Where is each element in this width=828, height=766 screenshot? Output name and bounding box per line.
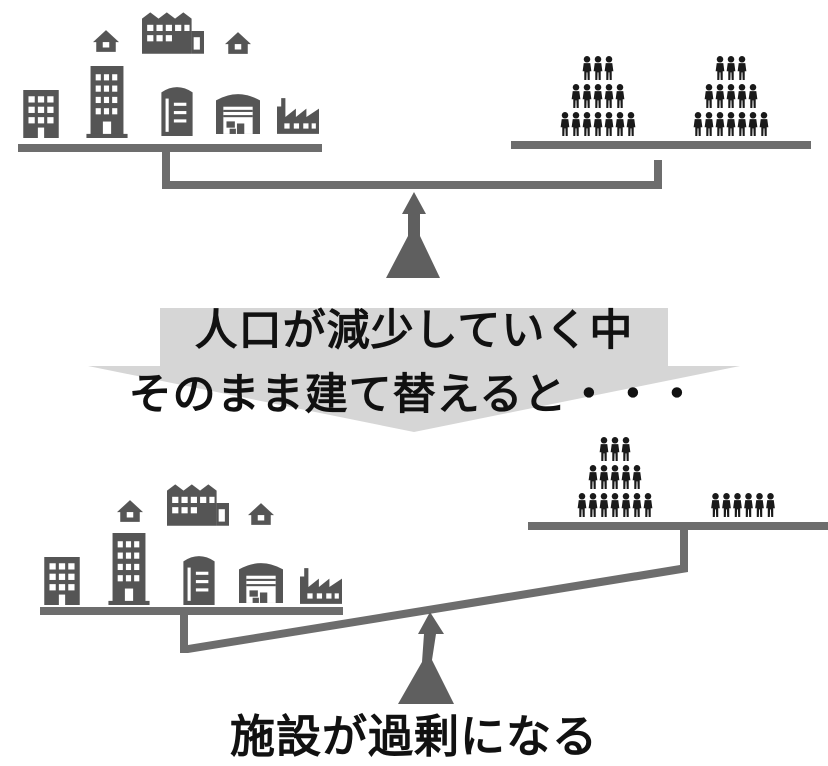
- factory-icon: [300, 568, 342, 604]
- transition-arrow: [88, 308, 740, 432]
- bottom-left-platform: [40, 607, 343, 615]
- top-fulcrum: [386, 192, 440, 278]
- bottom-fulcrum: [398, 612, 454, 704]
- person-icon: [610, 437, 620, 461]
- person-icon: [588, 493, 598, 517]
- person-icon: [726, 84, 736, 108]
- apartment-tower-icon: [108, 533, 150, 605]
- top-balance-scale: [18, 12, 811, 278]
- person-icon: [610, 493, 620, 517]
- person-icon: [704, 84, 714, 108]
- person-icon: [593, 112, 603, 136]
- person-icon: [582, 112, 592, 136]
- person-icon: [604, 56, 614, 80]
- person-icon: [604, 112, 614, 136]
- person-icon: [621, 465, 631, 489]
- person-icon: [748, 84, 758, 108]
- person-icon: [571, 84, 581, 108]
- person-icon: [766, 493, 775, 517]
- people-group-icon: [711, 493, 775, 517]
- factory-building-icon: [167, 484, 229, 526]
- person-icon: [715, 112, 725, 136]
- person-icon: [722, 493, 731, 517]
- person-icon: [693, 112, 703, 136]
- warehouse-icon: [239, 563, 283, 603]
- people-group-icon: [577, 437, 653, 517]
- office-building-icon: [44, 557, 80, 605]
- apartment-tower-icon: [86, 66, 128, 138]
- person-icon: [759, 112, 769, 136]
- office-building-icon: [23, 90, 59, 138]
- warehouse-icon: [216, 94, 260, 134]
- person-icon: [737, 56, 747, 80]
- top-beam: [162, 152, 662, 189]
- person-icon: [599, 465, 609, 489]
- person-icon: [621, 493, 631, 517]
- person-icon: [733, 493, 742, 517]
- person-icon: [577, 493, 587, 517]
- caption-population-decline: 人口が減少していく中: [194, 306, 634, 356]
- person-icon: [604, 84, 614, 108]
- silo-icon: [183, 556, 215, 605]
- person-icon: [704, 112, 714, 136]
- person-icon: [737, 112, 747, 136]
- bottom-beam: [180, 530, 688, 653]
- person-icon: [626, 112, 636, 136]
- person-icon: [588, 465, 598, 489]
- person-icon: [599, 493, 609, 517]
- person-icon: [615, 84, 625, 108]
- silo-icon: [161, 87, 193, 136]
- house-icon: [248, 503, 274, 525]
- caption-facility-surplus: 施設が過剰になる: [229, 710, 598, 763]
- person-icon: [632, 493, 642, 517]
- house-icon: [225, 32, 251, 54]
- caption-rebuild-as-is: そのまま建て替えると・・・: [128, 370, 700, 420]
- person-icon: [748, 112, 758, 136]
- bottom-right-platform: [528, 522, 828, 530]
- person-icon: [737, 84, 747, 108]
- person-icon: [715, 84, 725, 108]
- people-group-icon: [693, 56, 769, 136]
- person-icon: [593, 56, 603, 80]
- top-left-platform: [18, 144, 322, 152]
- factory-icon: [277, 98, 319, 134]
- factory-building-icon: [142, 12, 204, 54]
- person-icon: [560, 112, 570, 136]
- person-icon: [744, 493, 753, 517]
- house-icon: [117, 500, 143, 522]
- person-icon: [582, 56, 592, 80]
- person-icon: [755, 493, 764, 517]
- person-icon: [715, 56, 725, 80]
- person-icon: [593, 84, 603, 108]
- person-icon: [726, 112, 736, 136]
- bottom-balance-scale: [40, 437, 828, 704]
- house-icon: [93, 30, 119, 52]
- person-icon: [610, 465, 620, 489]
- person-icon: [711, 493, 720, 517]
- person-icon: [621, 437, 631, 461]
- top-right-platform: [511, 141, 811, 149]
- person-icon: [643, 493, 653, 517]
- person-icon: [615, 112, 625, 136]
- person-icon: [632, 465, 642, 489]
- people-group-icon: [560, 56, 636, 136]
- person-icon: [599, 437, 609, 461]
- person-icon: [571, 112, 581, 136]
- person-icon: [726, 56, 736, 80]
- person-icon: [582, 84, 592, 108]
